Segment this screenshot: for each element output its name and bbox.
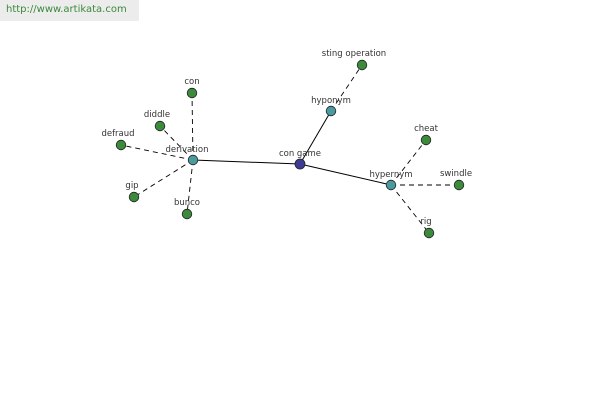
node-label-gip[interactable]: gip <box>125 181 138 191</box>
edge-con-game-hyponym <box>299 110 332 165</box>
node-dot-diddle[interactable] <box>154 120 166 132</box>
node-derivation[interactable]: derivation <box>165 145 209 166</box>
node-dot-sting-operation[interactable] <box>356 59 368 71</box>
node-dot-cheat[interactable] <box>420 134 432 146</box>
edge-con-game-derivation <box>192 159 301 165</box>
node-dot-con-game[interactable] <box>294 158 306 170</box>
node-label-derivation[interactable]: derivation <box>165 145 208 155</box>
node-diddle[interactable]: diddle <box>144 110 170 132</box>
edge-derivation-gip <box>133 159 194 198</box>
node-dot-defraud[interactable] <box>115 139 127 151</box>
edge-con-game-hypernym <box>299 163 392 186</box>
node-dot-con[interactable] <box>186 87 198 99</box>
edge-derivation-defraud <box>120 144 194 161</box>
edge-derivation-bunco <box>186 159 194 215</box>
node-swindle[interactable]: swindle <box>440 169 472 191</box>
node-hyponym[interactable]: hyponym <box>311 96 351 117</box>
node-label-defraud[interactable]: defraud <box>101 129 134 139</box>
node-dot-gip[interactable] <box>128 191 140 203</box>
node-dot-bunco[interactable] <box>181 208 193 220</box>
node-label-cheat[interactable]: cheat <box>414 124 438 134</box>
node-cheat[interactable]: cheat <box>414 124 439 146</box>
node-dot-hyponym[interactable] <box>325 105 337 117</box>
edge-derivation-diddle <box>159 125 194 161</box>
node-dot-hypernym[interactable] <box>385 179 397 191</box>
node-dot-swindle[interactable] <box>453 179 465 191</box>
node-bunco[interactable]: bunco <box>174 198 200 220</box>
edge-derivation-con <box>191 92 194 161</box>
url-banner: http://www.artikata.com <box>0 0 139 21</box>
node-hypernym[interactable]: hypernym <box>369 170 413 191</box>
node-dot-derivation[interactable] <box>187 154 199 166</box>
node-label-swindle[interactable]: swindle <box>440 169 472 179</box>
node-defraud[interactable]: defraud <box>101 129 135 151</box>
node-con[interactable]: con <box>184 77 200 99</box>
edge-hyponym-sting-operation <box>330 64 363 112</box>
node-label-con[interactable]: con <box>184 77 199 87</box>
node-rig[interactable]: rig <box>420 217 435 239</box>
node-con-game[interactable]: con game <box>279 149 321 170</box>
node-label-sting-operation[interactable]: sting operation <box>322 49 386 59</box>
site-url-link[interactable]: http://www.artikata.com <box>6 4 127 15</box>
node-label-bunco[interactable]: bunco <box>174 198 200 208</box>
node-label-hyponym[interactable]: hyponym <box>311 96 351 106</box>
node-gip[interactable]: gip <box>125 181 140 203</box>
node-sting-operation[interactable]: sting operation <box>322 49 386 71</box>
node-label-hypernym[interactable]: hypernym <box>369 170 412 180</box>
node-label-con-game[interactable]: con game <box>279 149 321 159</box>
node-label-diddle[interactable]: diddle <box>144 110 170 120</box>
node-label-rig[interactable]: rig <box>420 217 431 227</box>
node-dot-rig[interactable] <box>423 227 435 239</box>
edge-hypernym-cheat <box>390 139 427 186</box>
edge-hypernym-rig <box>390 184 430 234</box>
